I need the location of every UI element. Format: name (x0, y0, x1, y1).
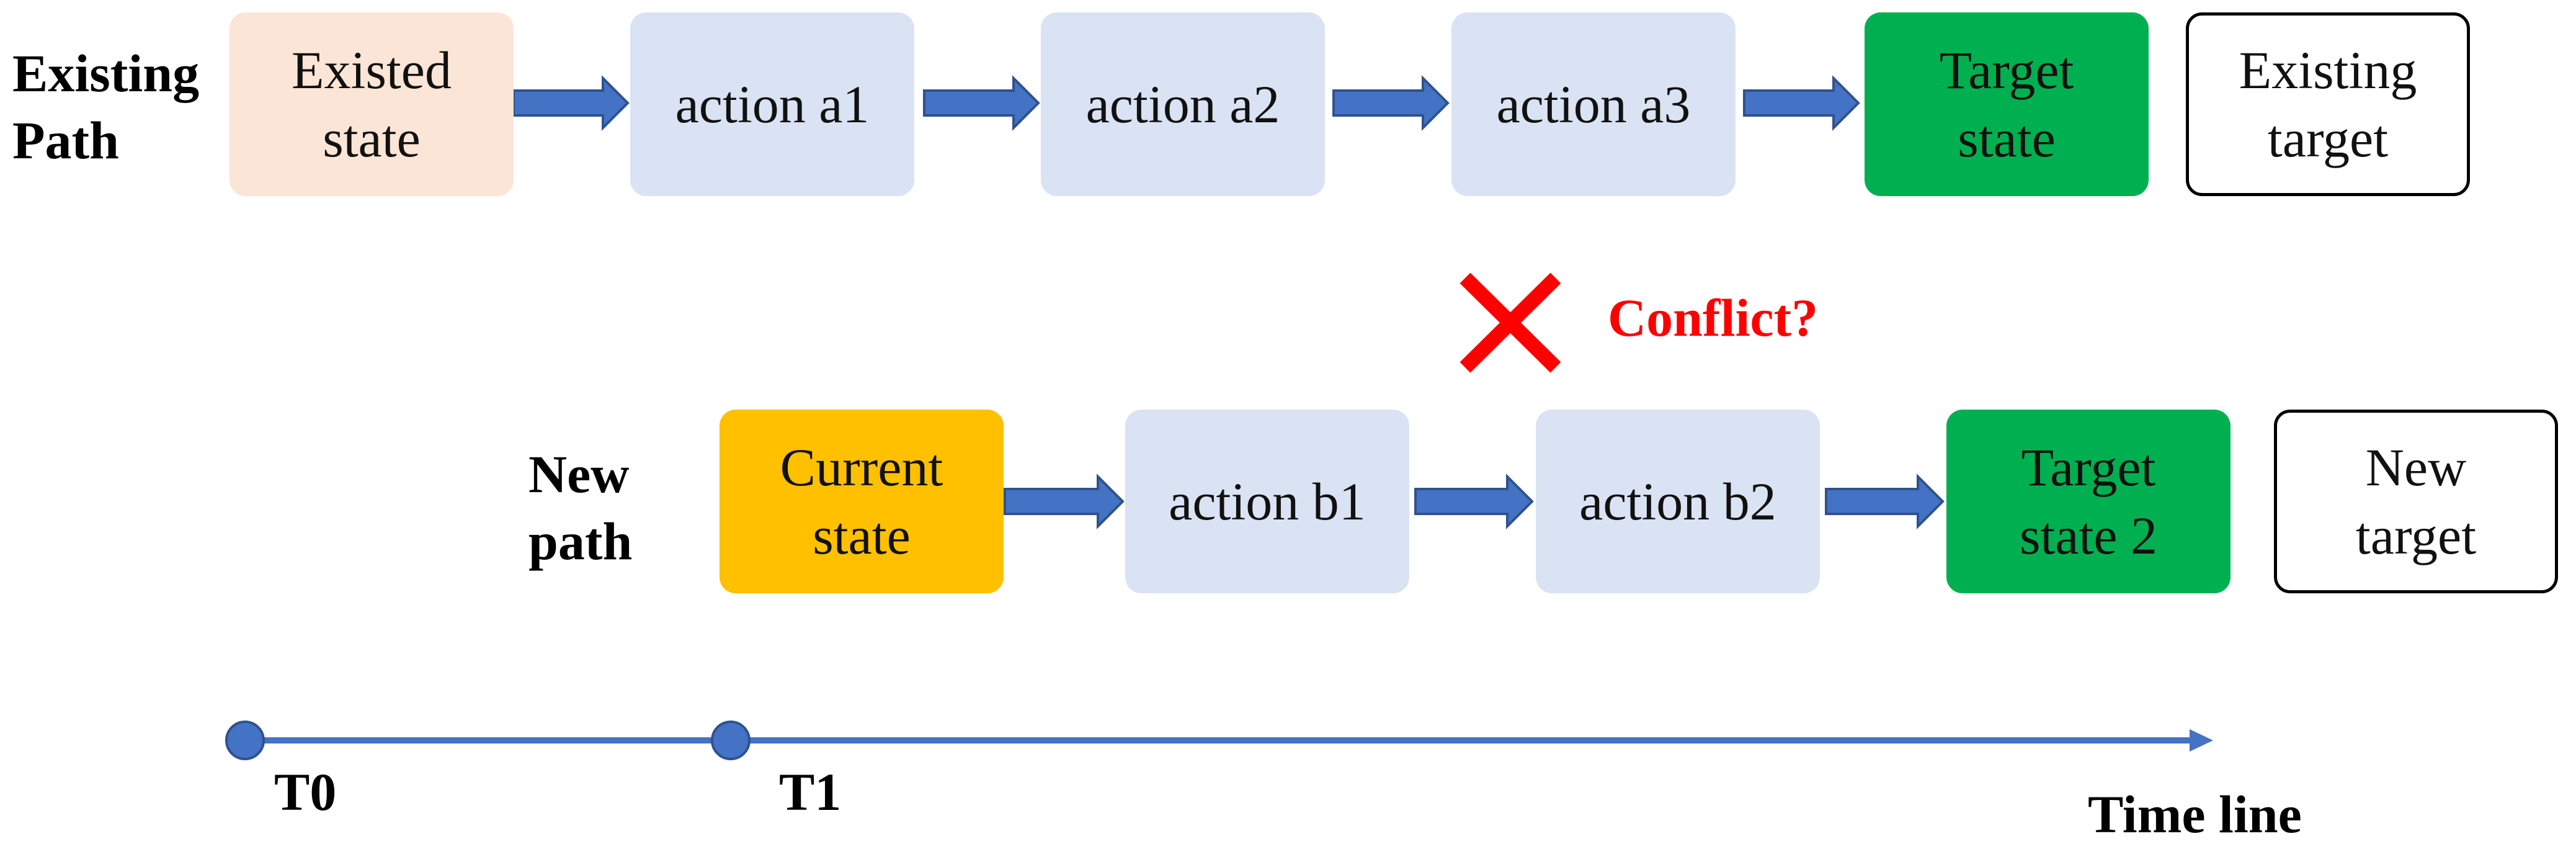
existed-state-box: Existed state (230, 12, 514, 196)
box-text-line: target (2355, 506, 2477, 565)
box-text-line: target (2267, 109, 2389, 168)
box-text-line: Current (780, 438, 943, 497)
timeline-tick-t0-label: T0 (274, 762, 337, 822)
timeline-marker-t0 (225, 721, 265, 760)
timeline-label: Time line (2088, 784, 2302, 844)
box-text-line: state (813, 506, 911, 565)
connector-arrow-existing-2 (923, 75, 1040, 131)
existing-path-label-line: Path (12, 110, 119, 170)
new-path-label-line: path (528, 511, 633, 571)
connector-arrow-existing-1 (512, 75, 630, 131)
existing-target-box: Existing target (2186, 12, 2470, 196)
current-state-box: Current state (720, 410, 1004, 593)
box-text-line: Existing (2239, 40, 2417, 100)
box-text-line: action a1 (675, 74, 870, 134)
box-text-line: action b2 (1579, 472, 1776, 531)
box-text-line: action a2 (1085, 74, 1280, 134)
connector-arrow-existing-3 (1332, 75, 1450, 131)
box-text-line: Target (1939, 40, 2074, 100)
action-b1-box: action b1 (1125, 410, 1409, 593)
new-path-label: New path (528, 441, 632, 575)
action-a3-box: action a3 (1451, 12, 1736, 196)
box-text-line: New (2365, 438, 2467, 497)
existing-path-label: Existing Path (12, 40, 199, 174)
new-target-box: New target (2274, 410, 2558, 593)
connector-arrow-new-1 (1004, 474, 1125, 529)
timeline-tick-t1-label: T1 (779, 762, 842, 822)
box-text-line: action b1 (1169, 472, 1366, 531)
action-b2-box: action b2 (1536, 410, 1820, 593)
box-text-line: state (323, 109, 421, 168)
connector-arrow-new-3 (1825, 474, 1945, 529)
cross-icon (1460, 272, 1561, 373)
new-path-label-line: New (528, 444, 630, 504)
connector-arrow-new-2 (1414, 474, 1534, 529)
existing-path-label-line: Existing (12, 43, 200, 103)
conflict-label: Conflict? (1608, 288, 1819, 348)
action-a1-box: action a1 (630, 12, 914, 196)
timeline-arrowhead (2190, 729, 2213, 752)
box-text-line: Existed (292, 40, 452, 100)
target-state-box: Target state (1865, 12, 2149, 196)
action-a2-box: action a2 (1041, 12, 1325, 196)
box-text-line: state 2 (2019, 506, 2158, 565)
timeline-marker-t1 (711, 721, 751, 760)
box-text-line: action a3 (1496, 74, 1691, 134)
box-text-line: state (1958, 109, 2056, 168)
target-state-2-box: Target state 2 (1946, 410, 2231, 593)
connector-arrow-existing-4 (1743, 75, 1860, 131)
box-text-line: Target (2021, 438, 2156, 497)
